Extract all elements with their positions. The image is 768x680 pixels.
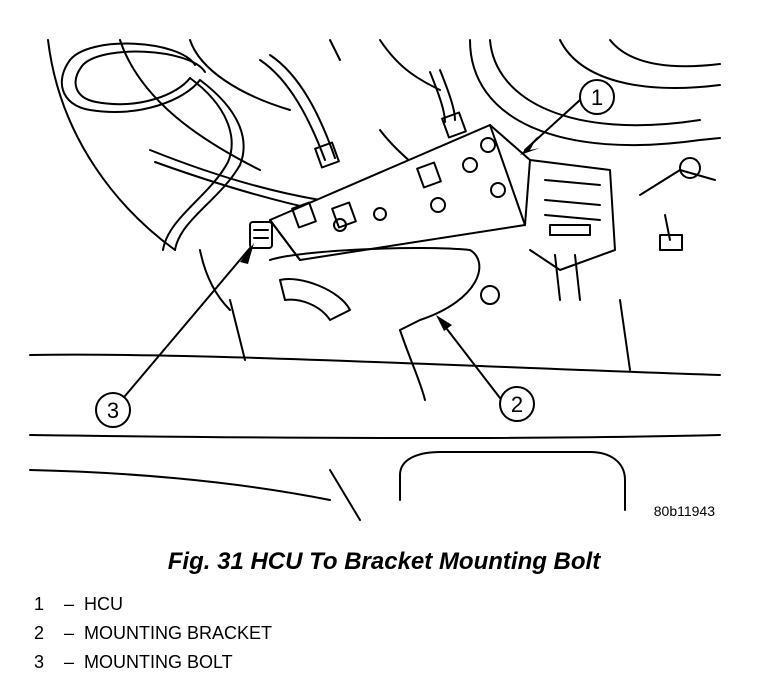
brake-line-loop	[60, 42, 245, 251]
callout-circle-2	[499, 386, 535, 422]
callout-circle-3	[95, 392, 131, 428]
legend-separator: –	[63, 594, 74, 614]
frame-crossmember	[29, 299, 721, 521]
legend-separator: –	[63, 652, 74, 672]
right-bracket-part	[639, 157, 716, 251]
legend-label: MOUNTING BRACKET	[84, 623, 273, 643]
background-engine-outline	[47, 39, 441, 251]
leader-line-2	[439, 319, 501, 399]
hcu-bracket-illustration: 1 2 3 80b11943	[29, 39, 721, 521]
arrowhead-1	[520, 136, 540, 155]
legend-label: MOUNTING BOLT	[84, 652, 233, 672]
legend-item: 2–MOUNTING BRACKET	[34, 619, 272, 648]
figure-caption: Fig. 31 HCU To Bracket Mounting Bolt	[167, 548, 601, 575]
legend-label: HCU	[84, 594, 123, 614]
background-drum-component	[469, 39, 721, 147]
hcu-block	[269, 111, 531, 261]
legend-separator: –	[63, 623, 74, 643]
callout-circle-1	[579, 79, 615, 115]
callout-label-3: 3	[107, 398, 119, 423]
legend-number: 3	[34, 652, 45, 672]
legend-number: 2	[34, 623, 45, 643]
legend-list: 1–HCU 2–MOUNTING BRACKET 3–MOUNTING BOLT	[34, 590, 272, 677]
legend-item: 3–MOUNTING BOLT	[34, 648, 272, 677]
mounting-bolt-part	[249, 221, 273, 249]
mounting-bracket-part	[269, 159, 616, 401]
figure-reference-code: 80b11943	[654, 503, 715, 519]
legend-item: 1–HCU	[34, 590, 272, 619]
callout-label-2: 2	[511, 392, 523, 417]
callout-label-1: 1	[591, 85, 603, 110]
brake-lines	[149, 54, 456, 311]
arrowhead-3	[240, 243, 254, 264]
legend-number: 1	[34, 594, 45, 614]
arrowhead-2	[436, 315, 452, 331]
leader-line-3	[124, 247, 251, 397]
